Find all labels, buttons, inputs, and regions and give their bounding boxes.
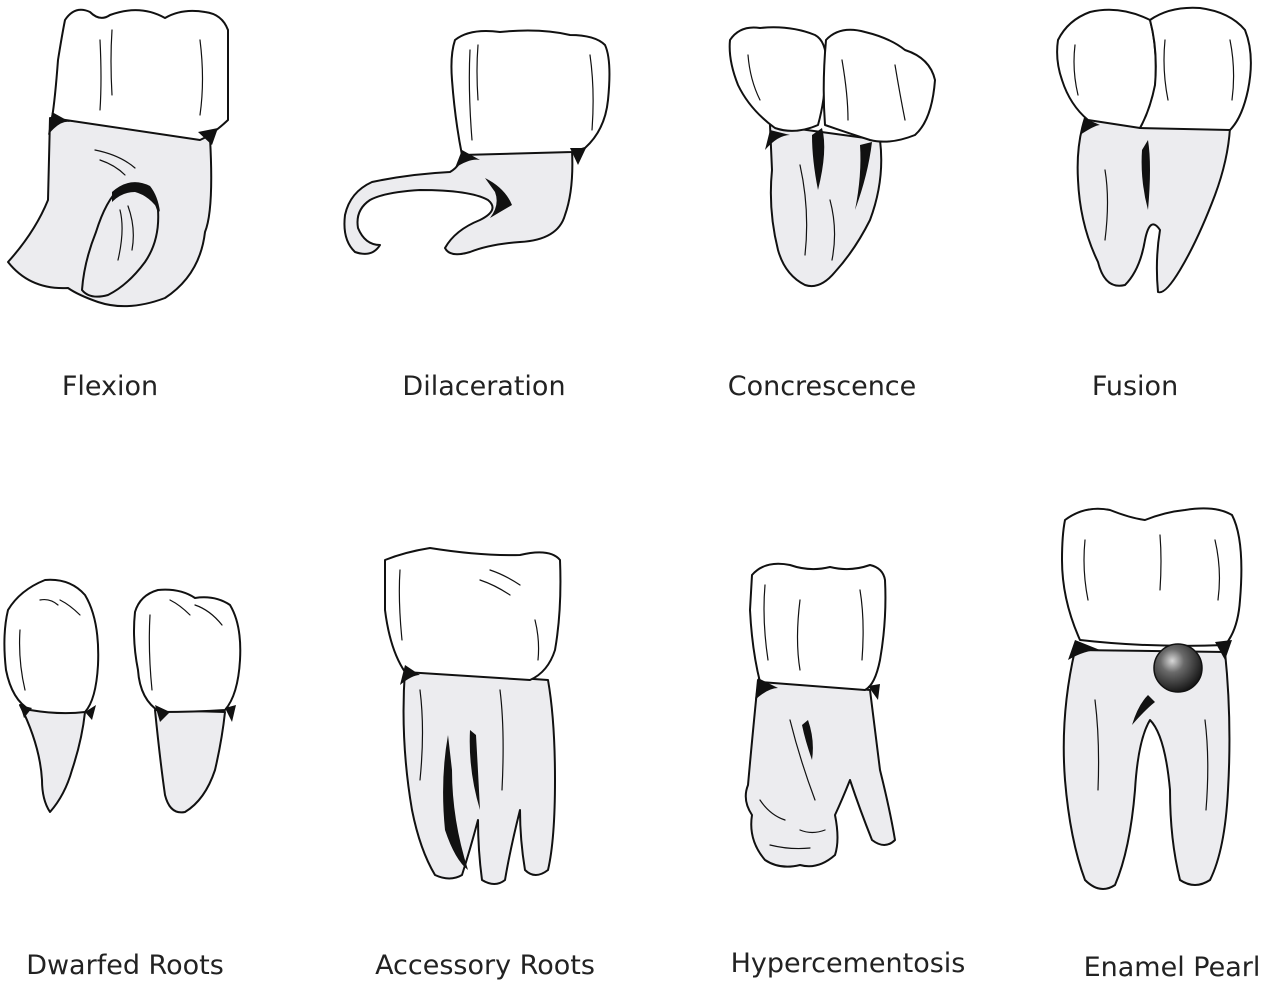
enamel-pearl-label: Enamel Pearl: [1084, 952, 1261, 983]
accessory-roots-tooth-illustration: [384, 547, 562, 885]
flexion-label: Flexion: [62, 371, 158, 402]
dwarfed-roots-label: Dwarfed Roots: [26, 950, 224, 981]
dilaceration-label: Dilaceration: [402, 371, 565, 402]
enamel-pearl-nodule: [1153, 643, 1203, 693]
dwarfed-roots-tooth-illustration: [3, 578, 242, 814]
flexion-tooth-illustration: [7, 8, 229, 308]
hypercementosis-label: Hypercementosis: [731, 948, 966, 979]
enamel-pearl-tooth-illustration: [1061, 507, 1243, 890]
dilaceration-tooth-illustration: [343, 29, 611, 256]
fusion-label: Fusion: [1092, 371, 1178, 402]
concrescence-tooth-illustration: [728, 26, 936, 288]
hypercementosis-tooth-illustration: [744, 562, 896, 868]
accessory-roots-label: Accessory Roots: [375, 950, 595, 981]
concrescence-label: Concrescence: [728, 371, 917, 402]
fusion-tooth-illustration: [1056, 6, 1252, 294]
